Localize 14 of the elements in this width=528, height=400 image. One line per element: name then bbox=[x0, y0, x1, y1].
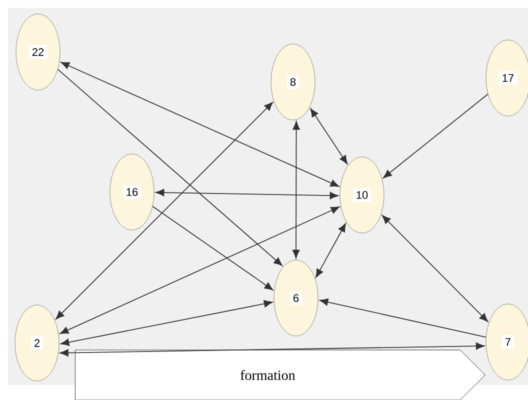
arrow bbox=[156, 188, 338, 200]
arrow bbox=[60, 206, 340, 334]
arrow bbox=[382, 215, 488, 322]
arrow bbox=[383, 94, 488, 178]
arrow bbox=[60, 62, 340, 187]
arrow bbox=[292, 121, 300, 258]
arrow bbox=[310, 108, 348, 164]
arrow bbox=[57, 68, 282, 266]
arrow bbox=[56, 102, 274, 320]
arrow bbox=[316, 223, 346, 278]
arrow bbox=[60, 342, 485, 356]
arrow bbox=[60, 300, 273, 346]
arrow bbox=[152, 206, 274, 290]
arrow bbox=[319, 298, 486, 338]
